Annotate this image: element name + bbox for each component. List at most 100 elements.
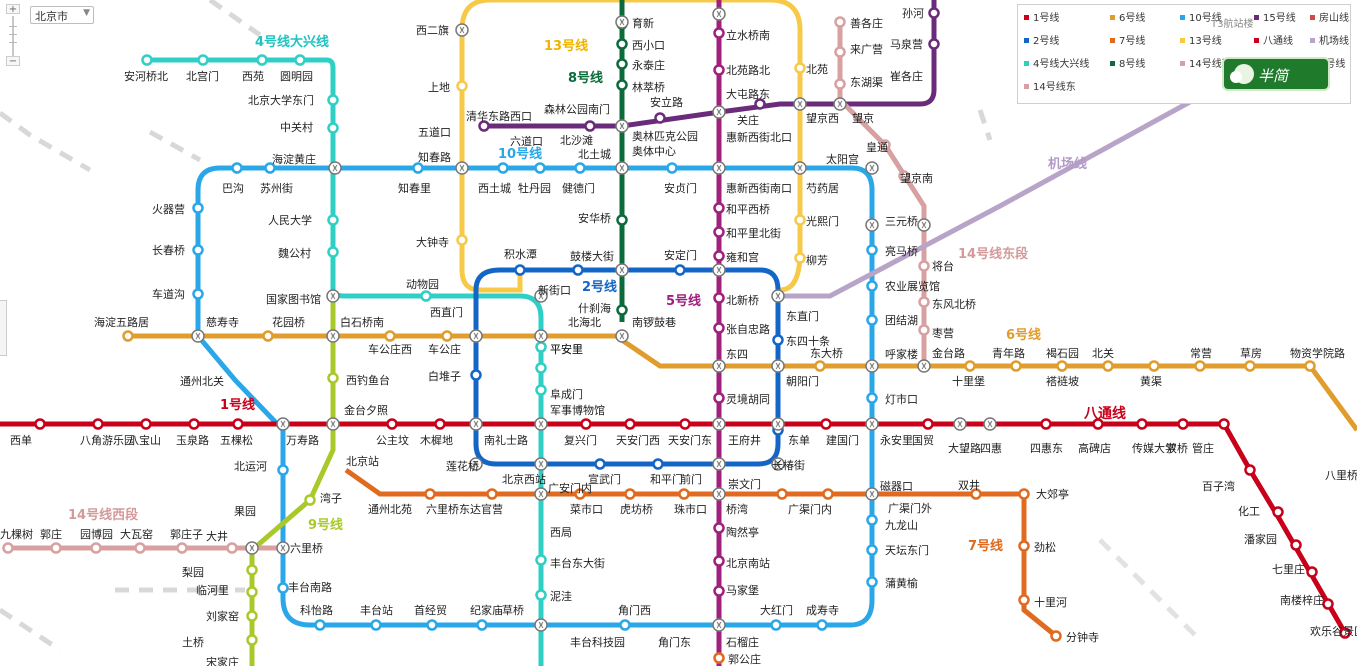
station-dot[interactable] (386, 418, 398, 430)
station-dot[interactable] (713, 522, 725, 534)
station-label[interactable]: 望京 (852, 111, 874, 125)
station-dot[interactable] (232, 418, 244, 430)
station-label[interactable]: 南礼士路 (484, 433, 528, 447)
station-dot[interactable] (814, 360, 826, 372)
station-dot[interactable] (770, 619, 782, 631)
station-label[interactable]: 高碑店 (1078, 441, 1111, 455)
station-dot[interactable] (674, 264, 686, 276)
station-dot[interactable] (192, 288, 204, 300)
station-dot[interactable] (424, 488, 436, 500)
station-label[interactable]: 通州北苑 (368, 503, 412, 516)
station-dot[interactable] (514, 264, 526, 276)
station-dot[interactable] (898, 170, 910, 182)
station-label[interactable]: 惠新西街南口 (726, 181, 792, 195)
station-label[interactable]: 褐石园 (1046, 346, 1079, 360)
station-label[interactable]: 林萃桥 (632, 80, 665, 94)
station-label[interactable]: 孙河 (902, 7, 924, 20)
legend-item[interactable]: 7号线 (1110, 32, 1145, 48)
station-label[interactable]: 望京西 (806, 111, 839, 125)
station-dot[interactable] (327, 246, 339, 258)
station-dot[interactable] (713, 226, 725, 238)
station-label[interactable]: 黄渠 (1140, 374, 1162, 388)
station-dot[interactable] (772, 334, 784, 346)
station-label[interactable]: 和平里北街 (726, 226, 781, 240)
station-label[interactable]: 分钟寺 (1066, 630, 1099, 644)
station-dot[interactable] (370, 619, 382, 631)
station-dot[interactable] (928, 38, 940, 50)
station-dot[interactable] (624, 488, 636, 500)
station-label[interactable]: 丰台南路 (288, 580, 332, 594)
station-label[interactable]: 奥体中心 (632, 144, 676, 158)
station-label[interactable]: 大屯路东 (726, 87, 770, 101)
station-dot[interactable] (654, 112, 666, 124)
station-dot[interactable] (141, 54, 153, 66)
station-label[interactable]: 西单 (10, 434, 32, 447)
station-dot[interactable] (928, 7, 940, 19)
station-dot[interactable] (231, 162, 243, 174)
station-dot[interactable] (134, 542, 146, 554)
station-label[interactable]: 安定门 (664, 248, 697, 262)
station-label[interactable]: 大郊亭 (1036, 487, 1069, 501)
station-dot[interactable] (1272, 506, 1284, 518)
legend-item[interactable]: 15号线 (1254, 9, 1296, 25)
station-dot[interactable] (534, 162, 546, 174)
station-dot[interactable] (327, 214, 339, 226)
station-label[interactable]: 广安门内 (548, 481, 592, 495)
station-label[interactable]: 北沙滩 (560, 133, 593, 147)
station-label[interactable]: 角门西 (618, 603, 651, 617)
station-dot[interactable] (188, 418, 200, 430)
station-dot[interactable] (1056, 360, 1068, 372)
side-panel-handle[interactable] (0, 300, 7, 356)
station-label[interactable]: 望京南 (900, 171, 933, 185)
station-dot[interactable] (192, 202, 204, 214)
station-label[interactable]: 将台 (932, 259, 954, 273)
station-label[interactable]: 积水潭 (504, 248, 537, 261)
station-label[interactable]: 泥洼 (550, 589, 572, 603)
station-dot[interactable] (754, 98, 766, 110)
station-dot[interactable] (679, 418, 691, 430)
station-label[interactable]: 大瓦窑 (120, 527, 153, 541)
station-label[interactable]: 宣武门 (588, 472, 621, 486)
station-dot[interactable] (92, 418, 104, 430)
station-label[interactable]: 北关 (1092, 346, 1114, 360)
station-dot[interactable] (713, 585, 725, 597)
station-dot[interactable] (1290, 539, 1302, 551)
station-dot[interactable] (226, 542, 238, 554)
station-dot[interactable] (964, 360, 976, 372)
station-label[interactable]: 郭庄 (40, 527, 62, 541)
station-label[interactable]: 惠新西街北口 (726, 130, 792, 144)
station-dot[interactable] (713, 202, 725, 214)
station-label[interactable]: 阜成门 (550, 387, 583, 401)
station-label[interactable]: 东湖渠 (850, 76, 883, 89)
station-dot[interactable] (918, 296, 930, 308)
station-dot[interactable] (616, 58, 628, 70)
legend-item[interactable]: 6号线 (1110, 9, 1145, 25)
station-dot[interactable] (713, 27, 725, 39)
station-label[interactable]: 西钓鱼台 (346, 373, 390, 387)
station-label[interactable]: 八宝山 (128, 433, 161, 447)
station-label[interactable]: 巴沟 (222, 182, 244, 195)
station-label[interactable]: 安立路 (650, 95, 683, 109)
station-dot[interactable] (327, 94, 339, 106)
station-label[interactable]: 马泉营 (890, 37, 923, 51)
station-dot[interactable] (535, 341, 547, 353)
station-label[interactable]: 牡丹园 (518, 181, 551, 195)
station-dot[interactable] (246, 586, 258, 598)
station-label[interactable]: 九棵树 (0, 527, 33, 541)
station-label[interactable]: 八里桥 (1325, 469, 1357, 482)
station-dot[interactable] (1018, 540, 1030, 552)
station-label[interactable]: 莲花桥 (446, 460, 479, 473)
station-label[interactable]: 朝阳门 (786, 374, 819, 388)
station-label[interactable]: 上地 (428, 81, 450, 94)
station-label[interactable]: 六道口 (510, 134, 543, 148)
station-label[interactable]: 珠市口 (674, 502, 707, 516)
station-label[interactable]: 车道沟 (152, 287, 185, 301)
station-label[interactable]: 安河桥北 (124, 69, 168, 83)
station-label[interactable]: 长椿街 (772, 458, 805, 472)
station-label[interactable]: 呼家楼 (885, 347, 918, 361)
station-dot[interactable] (866, 244, 878, 256)
station-label[interactable]: 管庄 (1192, 441, 1214, 455)
station-dot[interactable] (420, 290, 432, 302)
station-dot[interactable] (264, 162, 276, 174)
